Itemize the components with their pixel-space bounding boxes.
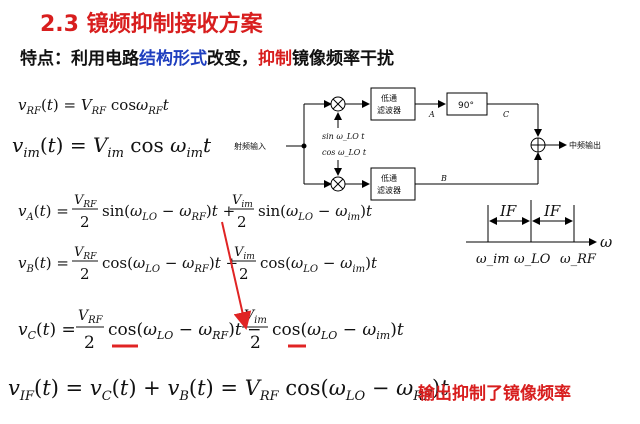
svg-text:VRF: VRF (74, 245, 97, 262)
omega-axis-label: ω (600, 233, 612, 251)
svg-text:Vim: Vim (232, 193, 253, 210)
lpf-bottom-line2: 滤波器 (377, 185, 401, 195)
feature-prefix: 特点：利用电路 (20, 49, 139, 69)
svg-text:vC(t) =: vC(t) = (18, 320, 76, 342)
w-rf-label: ω_RF (560, 252, 597, 267)
conclusion-note: 输出抑制了镜像频率 (418, 384, 571, 404)
if-label-left: IF (499, 202, 517, 220)
equation-v-im: vim(t) = Vim cos ωimt (12, 133, 212, 161)
spectrum-labels: IF IF ω ω_im ω_LO ω_RF (476, 202, 612, 267)
svg-text:2: 2 (239, 265, 249, 283)
svg-text:vim(t) = Vim cos ωimt: vim(t) = Vim cos ωimt (12, 133, 212, 161)
w-lo-label: ω_LO (514, 252, 551, 267)
svg-text:sin(ωLO − ωRF)t +: sin(ωLO − ωRF)t + (102, 202, 235, 223)
red-arrow (221, 221, 252, 330)
equation-v-if: vIF(t) = vC(t) + vB(t) = VRF cos(ωLO − ω… (8, 376, 449, 404)
sin-lo-label: sin ω_LO t (322, 132, 365, 141)
svg-text:cos(ωLO − ωim)t: cos(ωLO − ωim)t (260, 254, 378, 275)
feature-middle: 改变， (207, 49, 258, 69)
lpf-top (370, 87, 416, 121)
input-label: 射频输入 (234, 141, 266, 151)
if-label-right: IF (543, 202, 561, 220)
equation-v-rf: vRF(t) = VRF cosωRFt (18, 96, 170, 117)
node-b: B (440, 174, 447, 183)
feature-suppress-highlight: 抑制 (258, 49, 292, 69)
equation-v-c: vC(t) = VRF 2 cos(ωLO − ωRF)t − Vim 2 co… (18, 308, 404, 353)
lpf-bottom (370, 167, 416, 201)
svg-text:cos(ωLO − ωRF)t +: cos(ωLO − ωRF)t + (102, 254, 238, 275)
w-im-label: ω_im (476, 252, 510, 267)
svg-text:Vim: Vim (244, 308, 267, 326)
svg-text:cos(ωLO − ωRF)t −: cos(ωLO − ωRF)t − (108, 320, 261, 342)
equation-v-a: vA(t) = VRF 2 sin(ωLO − ωRF)t + Vim 2 si… (18, 193, 373, 231)
svg-text:sin(ωLO − ωim)t: sin(ωLO − ωim)t (258, 202, 373, 223)
spectrum-diagram (466, 200, 597, 246)
phase-label: 90° (458, 101, 474, 111)
output-label: 中频输出 (569, 140, 601, 150)
svg-text:Vim: Vim (234, 245, 255, 262)
svg-text:vRF(t) = VRF cosωRFt: vRF(t) = VRF cosωRFt (18, 96, 170, 117)
lpf-top-line1: 低通 (381, 93, 397, 103)
cos-lo-label: cos ω_LO t (322, 148, 367, 157)
slide-title: 2.3 镜频抑制接收方案 (40, 12, 263, 37)
svg-text:VRF: VRF (78, 308, 104, 326)
node-a: A (428, 110, 435, 119)
block-diagram (286, 87, 567, 201)
feature-suffix: 镜像频率干扰 (292, 49, 394, 69)
svg-text:vB(t) =: vB(t) = (18, 254, 69, 275)
svg-text:2: 2 (250, 333, 261, 353)
svg-text:2: 2 (80, 265, 90, 283)
svg-text:2: 2 (84, 333, 95, 353)
lpf-top-line2: 滤波器 (377, 105, 401, 115)
svg-text:vIF(t) = vC(t) + vB(t) = VRF c: vIF(t) = vC(t) + vB(t) = VRF cos(ωLO − ω… (8, 376, 449, 404)
svg-text:vA(t) =: vA(t) = (18, 202, 69, 223)
svg-text:cos(ωLO − ωim)t: cos(ωLO − ωim)t (272, 320, 404, 342)
svg-text:VRF: VRF (74, 193, 97, 210)
equation-v-b: vB(t) = VRF 2 cos(ωLO − ωRF)t + Vim 2 co… (18, 245, 378, 283)
lpf-bottom-line1: 低通 (381, 173, 397, 183)
feature-line: 特点：利用电路结构形式改变，抑制镜像频率干扰 (20, 44, 394, 69)
svg-text:2: 2 (237, 213, 247, 231)
block-diagram-labels: 射频输入 中频输出 低通 滤波器 低通 滤波器 90° sin ω_LO t c… (234, 93, 601, 195)
feature-structure-highlight: 结构形式 (139, 49, 207, 69)
node-c: C (503, 110, 509, 119)
svg-text:2: 2 (80, 213, 90, 231)
